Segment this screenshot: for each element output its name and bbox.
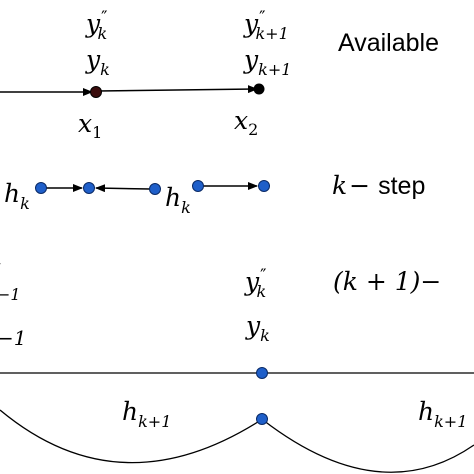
- k-step-label: k−step: [332, 171, 425, 200]
- h-k-plus-1-right-label: hk+1: [418, 397, 467, 431]
- node-x2: [253, 83, 265, 95]
- left-fragment-bottom: −1: [0, 326, 26, 350]
- node2-top-label: y″k+1: [243, 8, 289, 43]
- arrow-x1-to-x2: [97, 85, 258, 94]
- arrow-step-2: [95, 184, 151, 193]
- available-label: Available: [338, 29, 439, 57]
- row-k-step: hk hk k−step: [4, 171, 425, 217]
- step-node-4: [192, 180, 204, 192]
- h-k-right-label: hk: [165, 183, 191, 217]
- left-fragment-top: ′: [0, 261, 1, 286]
- row-k-plus-1: ′ −1 −1 y″k yk (k + 1)−: [0, 261, 474, 379]
- node1-bottom-label: yk: [85, 45, 110, 79]
- arc-left: [0, 409, 262, 464]
- h-k-left-label: hk: [4, 179, 30, 213]
- row-arcs: hk+1 hk+1: [0, 397, 474, 473]
- k-plus-1-label: (k + 1)−: [333, 267, 441, 296]
- node-x1: [90, 86, 102, 98]
- step-node-5: [258, 180, 270, 192]
- x2-label: x2: [234, 106, 258, 139]
- arc-right: [262, 419, 474, 473]
- h-k-plus-1-left-label: hk+1: [122, 397, 171, 431]
- x1-label: x1: [78, 109, 102, 142]
- node1-top-label: y″k: [85, 8, 107, 43]
- node2-bottom-label: yk+1: [243, 45, 291, 79]
- step-node-3: [149, 183, 161, 195]
- node-top-label: y″k: [244, 266, 266, 301]
- step-node-2: [83, 182, 95, 194]
- arc-node: [256, 413, 268, 425]
- node-bottom-label: yk: [245, 311, 270, 345]
- left-fragment-mid: −1: [0, 285, 21, 304]
- baseline-node: [256, 367, 268, 379]
- step-node-1: [35, 182, 47, 194]
- row-available: y″k yk y″k+1 yk+1 Available x1 x2: [0, 8, 439, 142]
